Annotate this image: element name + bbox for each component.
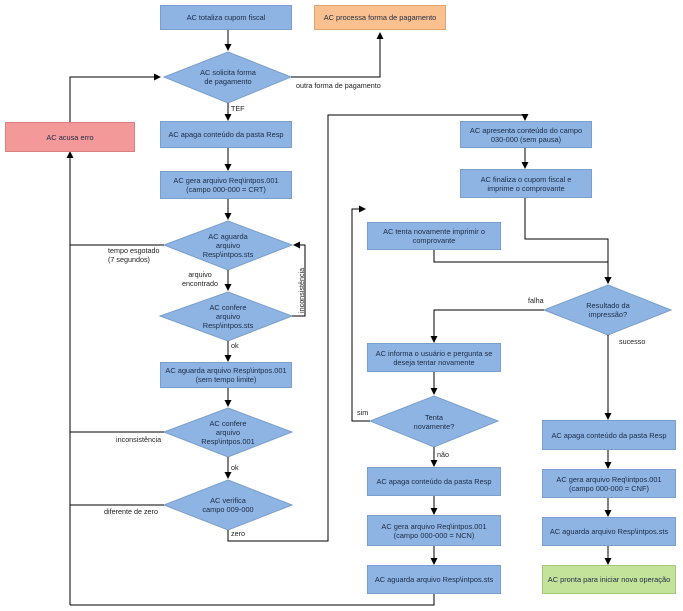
label-zero: zero xyxy=(231,529,245,538)
box-aguarda-resp-001-text: AC aguarda arquivo Resp\intpos.001 (sem … xyxy=(165,366,287,384)
box-finaliza: AC finaliza o cupom fiscal e imprime o c… xyxy=(460,169,592,198)
box-processa-pagamento: AC processa forma de pagamento xyxy=(314,5,446,30)
box-aguarda-sts-3: AC aguarda arquivo Resp\intpos.sts xyxy=(542,517,676,546)
label-diferente-zero: diferente de zero xyxy=(104,507,158,516)
box-finaliza-text: AC finaliza o cupom fiscal e imprime o c… xyxy=(480,174,572,193)
box-totaliza: AC totaliza cupom fiscal xyxy=(160,5,292,30)
label-sim: sim xyxy=(357,408,369,417)
decision-confere-sts-text: AC confere arquivo Resp\intpos.sts xyxy=(202,302,254,330)
box-apaga-resp-3: AC apaga conteúdo da pasta Resp xyxy=(542,420,676,450)
label-tempo-esgotado: tempo esgotado (7 segundos) xyxy=(108,246,160,264)
box-acusa-erro: AC acusa erro xyxy=(5,122,135,152)
box-aguarda-sts-2: AC aguarda arquivo Resp\intpos.sts xyxy=(367,565,501,594)
box-gera-cnf: AC gera arquivo Req\intpos.001 (campo 00… xyxy=(542,469,676,498)
box-apresenta: AC apresenta conteúdo do campo 030-000 (… xyxy=(460,121,592,148)
box-apaga-resp-2: AC apaga conteúdo da pasta Resp xyxy=(367,467,501,496)
box-informa-text: AC informa o usuário e pergunta se desej… xyxy=(375,348,493,367)
box-aguarda-resp-001: AC aguarda arquivo Resp\intpos.001 (sem … xyxy=(160,362,292,388)
box-acusa-erro-text: AC acusa erro xyxy=(46,132,94,142)
box-apaga-resp-1: AC apaga conteúdo da pasta Resp xyxy=(160,121,292,148)
label-ok-1: ok xyxy=(231,341,239,350)
label-inconsistencia-vertical: inconsistência xyxy=(297,267,306,313)
label-arquivo-encontrado: arquivo encontrado xyxy=(182,270,218,288)
decision-verifica-text: AC verifica campo 009-000 xyxy=(202,496,254,514)
label-ok-2: ok xyxy=(231,463,239,472)
decision-confere-001-text: AC confere arquivo Resp\intpos.001 xyxy=(201,418,255,446)
box-apresenta-text: AC apresenta conteúdo do campo 030-000 (… xyxy=(469,125,583,144)
box-apaga-resp-1-text: AC apaga conteúdo da pasta Resp xyxy=(168,130,284,139)
box-processa-text: AC processa forma de pagamento xyxy=(323,13,437,22)
box-pronta-text: AC pronta para iniciar nova operação xyxy=(547,575,671,584)
box-gera-crt-text: AC gera arquivo Req\intpos.001 (campo 00… xyxy=(173,176,279,194)
decision-solicita-text: AC solicita forma de pagamento xyxy=(200,68,256,86)
decision-aguarda-sts-text: AC aguarda arquivo Resp\intpos.sts xyxy=(202,231,254,259)
box-apaga-resp-2-text: AC apaga conteúdo da pasta Resp xyxy=(376,477,492,486)
box-informa-usuario: AC informa o usuário e pergunta se desej… xyxy=(367,343,501,372)
decision-resultado-text: Resultado da impressão? xyxy=(586,301,630,319)
box-aguarda-sts-3-text: AC aguarda arquivo Resp\intpos.sts xyxy=(549,527,669,536)
label-tef: TEF xyxy=(231,104,245,113)
label-sucesso: sucesso xyxy=(619,337,646,346)
decision-tenta-text: Tenta novamente? xyxy=(413,413,455,431)
label-outra-forma: outra forma de pagamento xyxy=(296,81,381,90)
box-gera-cnf-text: AC gera arquivo Req\intpos.001 (campo 00… xyxy=(556,474,662,493)
box-gera-ncn-text: AC gera arquivo Req\intpos.001 (campo 00… xyxy=(381,521,487,540)
label-falha: falha xyxy=(528,296,544,305)
box-tenta-imprimir-text: AC tenta novamente imprimir o comprovant… xyxy=(383,227,485,245)
box-aguarda-sts-2-text: AC aguarda arquivo Resp\intpos.sts xyxy=(374,575,494,584)
label-inconsistencia: inconsistência xyxy=(116,435,162,444)
box-tenta-imprimir: AC tenta novamente imprimir o comprovant… xyxy=(367,222,501,250)
box-gera-ncn: AC gera arquivo Req\intpos.001 (campo 00… xyxy=(367,515,501,546)
box-gera-crt: AC gera arquivo Req\intpos.001 (campo 00… xyxy=(160,171,292,199)
label-nao: não xyxy=(437,450,449,459)
box-pronta: AC pronta para iniciar nova operação xyxy=(542,565,676,594)
box-apaga-resp-3-text: AC apaga conteúdo da pasta Resp xyxy=(551,430,667,440)
box-totaliza-text: AC totaliza cupom fiscal xyxy=(186,13,266,22)
